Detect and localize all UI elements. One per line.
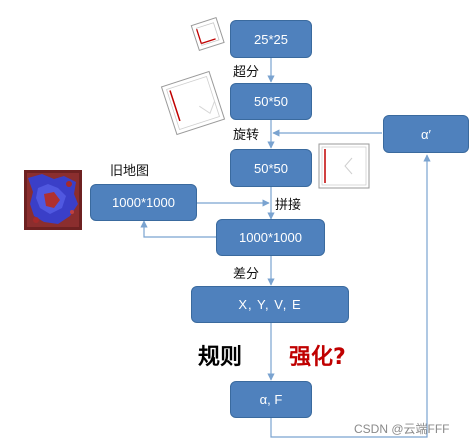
label-diff: 差分 xyxy=(233,267,260,282)
label-superres: 超分 xyxy=(233,65,260,80)
box-alpha-f: α, F xyxy=(230,381,312,418)
box-25x25-label: 25*25 xyxy=(254,31,288,47)
box-alpha-f-label: α, F xyxy=(259,392,283,407)
box-xyve: X, Y, V, E xyxy=(191,286,349,323)
box-old-map-1000: 1000*1000 xyxy=(90,184,197,221)
box-1000x1000-label: 1000*1000 xyxy=(239,230,302,245)
box-50x50-rotated-label: 50*50 xyxy=(254,160,288,176)
watermark: CSDN @云端FFF xyxy=(354,422,450,436)
label-rotate: 旋转 xyxy=(233,128,260,143)
edge-alphaf-to-alphaprime xyxy=(270,154,431,438)
label-old-map: 旧地图 xyxy=(110,164,150,179)
box-alpha-prime-label: α′ xyxy=(421,126,431,142)
box-alpha-prime: α′ xyxy=(383,115,469,153)
box-xyve-label: X, Y, V, E xyxy=(238,297,302,312)
thumbnail-50-rotated-icon xyxy=(160,70,226,136)
box-50x50-superres-label: 50*50 xyxy=(254,94,288,109)
old-map-image xyxy=(24,170,82,230)
label-stitch: 拼接 xyxy=(275,198,302,213)
box-25x25: 25*25 xyxy=(230,20,312,58)
thumbnail-50-aligned-icon xyxy=(318,143,370,189)
label-strengthen: 强化? xyxy=(289,345,346,370)
edge-feedback-to-oldmap xyxy=(140,220,216,238)
box-1000x1000: 1000*1000 xyxy=(216,219,325,256)
box-50x50-superres: 50*50 xyxy=(230,83,312,120)
box-old-map-1000-label: 1000*1000 xyxy=(112,195,175,210)
label-rules: 规则 xyxy=(198,345,243,370)
thumbnail-25-icon xyxy=(190,17,225,52)
box-50x50-rotated: 50*50 xyxy=(230,149,312,187)
